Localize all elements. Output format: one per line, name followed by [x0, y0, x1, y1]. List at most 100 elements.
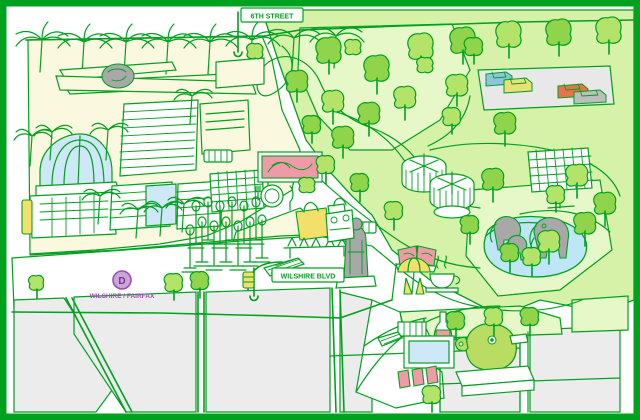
block-c — [205, 287, 331, 413]
tree-icon — [331, 125, 355, 159]
sloth-plinth-base — [461, 379, 535, 397]
tree-icon — [499, 242, 520, 273]
tree-icon — [189, 270, 210, 299]
market-stall-icon[interactable] — [397, 321, 427, 337]
wilshire-blvd-sign[interactable]: WILSHIRE BLVD — [242, 261, 345, 302]
tree-icon — [521, 246, 542, 277]
metro-station-marker[interactable]: D WILSHIRE / FAIRFAX — [90, 270, 155, 300]
tree-icon — [495, 20, 522, 59]
park-trees — [27, 16, 622, 413]
bench-seating-icon[interactable] — [397, 365, 439, 389]
park-strip-east — [571, 295, 629, 333]
sixth-street-label: 6TH STREET — [251, 14, 295, 21]
park-path-9 — [363, 317, 427, 347]
street-vertical-1 — [65, 297, 127, 413]
tree-icon — [285, 69, 309, 103]
tree-icon — [445, 73, 469, 107]
tree-icon — [27, 274, 45, 299]
street-vertical-3 — [331, 287, 337, 413]
lamppost — [181, 224, 199, 273]
boulder-rock — [101, 63, 135, 89]
lamppost — [193, 216, 211, 267]
statue-pedestal — [335, 275, 377, 289]
kiosk-structure[interactable] — [325, 209, 355, 243]
tree-icon — [459, 214, 480, 245]
plaza-building-b — [215, 57, 265, 89]
tree-icon — [393, 85, 417, 121]
tree-icon — [315, 154, 336, 185]
traffic-signal — [242, 271, 255, 289]
slat-building-large — [119, 99, 199, 177]
shrub-icon — [246, 42, 264, 60]
tree-icon — [445, 310, 466, 341]
block-b — [73, 291, 197, 413]
palm-tree — [173, 88, 213, 125]
tree-icon — [357, 101, 381, 137]
park-path-6 — [519, 209, 611, 233]
palm-tree — [81, 188, 121, 225]
parking-lot[interactable] — [477, 65, 615, 111]
car-grey — [573, 89, 607, 105]
wilshire-blvd-plate — [271, 267, 345, 283]
sloth-sculpture[interactable] — [455, 323, 535, 397]
tree-icon — [545, 184, 566, 213]
wilshire-blvd-label: WILSHIRE BLVD — [281, 274, 336, 281]
lamppost — [235, 200, 253, 249]
tree-icon — [321, 89, 345, 125]
palm-tree — [143, 200, 183, 237]
tree-icon — [383, 200, 404, 231]
street-vertical-1b — [71, 297, 133, 413]
urban-light-lampposts[interactable] — [181, 196, 271, 273]
tree-icon — [565, 163, 589, 199]
entrance-marker — [21, 199, 33, 235]
shrub-icon — [416, 56, 434, 74]
tree-icon — [519, 306, 540, 337]
coffee-cup-icon[interactable] — [425, 255, 461, 293]
palm-tree — [267, 28, 323, 71]
tree-icon — [421, 384, 442, 413]
screen-icon[interactable] — [403, 335, 455, 369]
park-path-5 — [427, 95, 471, 147]
courtyard-pool — [145, 183, 177, 227]
dome-base-body — [29, 191, 117, 239]
street-vertical-3b — [339, 289, 345, 413]
stairs-icon[interactable] — [377, 331, 403, 347]
lamppost — [241, 216, 259, 267]
tree-icon — [441, 106, 462, 135]
palm-tree — [57, 23, 113, 75]
sloth-head — [465, 323, 517, 371]
palm-tree — [89, 122, 129, 161]
tree-icon — [573, 211, 597, 247]
lamppost — [211, 200, 229, 249]
metro-line-letter: D — [118, 276, 125, 287]
plaza-palms — [13, 88, 213, 239]
round-pavilions[interactable] — [401, 153, 475, 219]
bench-icon[interactable] — [203, 149, 233, 163]
car-yellow — [503, 77, 533, 94]
tree-icon — [537, 229, 561, 265]
palm-tree — [141, 23, 197, 75]
tree-icon — [363, 54, 390, 95]
palm-tree — [15, 21, 71, 73]
palm-tree — [183, 23, 239, 75]
metro-station-label: WILSHIRE / FAIRFAX — [90, 293, 155, 300]
plate-fork-knife-icon[interactable] — [255, 184, 294, 211]
tree-icon — [481, 167, 505, 203]
sixth-street-sign[interactable]: 6TH STREET — [233, 7, 304, 58]
plaza-edge — [29, 233, 331, 256]
tree-icon — [301, 114, 322, 144]
palm-tree — [99, 23, 155, 75]
park-path-loop — [256, 45, 431, 185]
metro-line-circle — [112, 270, 132, 290]
tree-icon — [493, 111, 517, 147]
sixth-street-plate — [240, 7, 304, 23]
lamppost — [247, 196, 265, 245]
parasol-icon[interactable] — [397, 257, 431, 295]
palm-tree — [33, 124, 73, 161]
sloth-nostril — [458, 341, 464, 347]
slat-roof-buildings — [109, 57, 265, 231]
tree-icon — [545, 18, 572, 57]
